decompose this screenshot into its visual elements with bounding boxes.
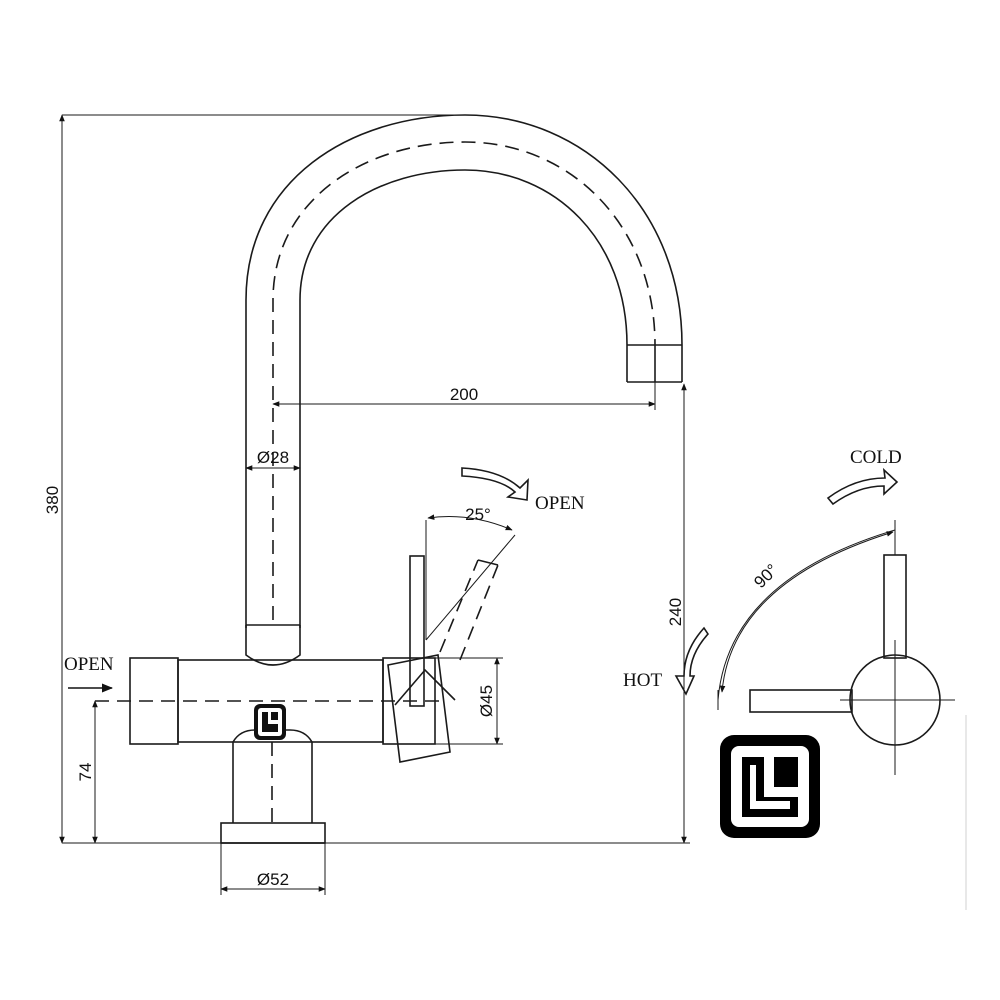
lever-angle-label: 25° [465, 505, 491, 524]
open-label-top: OPEN [535, 493, 585, 514]
spout [245, 114, 683, 666]
base-height-label: 74 [76, 763, 95, 782]
cold-arrow [826, 467, 899, 506]
body-logo-icon [254, 704, 286, 740]
open-label-left: OPEN [64, 654, 114, 675]
hot-arrow [674, 626, 710, 696]
total-height-label: 380 [43, 486, 62, 514]
valve-body [95, 657, 440, 745]
dimension-lines [59, 114, 690, 895]
rotation-angle-label: 90° [750, 560, 782, 592]
brand-logo-icon [720, 735, 820, 838]
open-arrow-top [461, 467, 529, 501]
base [220, 729, 326, 844]
front-view: 380 200 Ø28 Ø45 74 Ø52 240 25° OPEN OPEN [43, 114, 690, 895]
reach-label: 200 [450, 385, 478, 404]
spout-height-label: 240 [666, 598, 685, 626]
hot-label: HOT [623, 670, 662, 691]
spout-diameter-label: Ø28 [257, 448, 289, 467]
body-diameter-label: Ø45 [477, 685, 496, 717]
lever [387, 514, 516, 763]
base-diameter-label: Ø52 [257, 870, 289, 889]
cold-label: COLD [850, 447, 902, 468]
